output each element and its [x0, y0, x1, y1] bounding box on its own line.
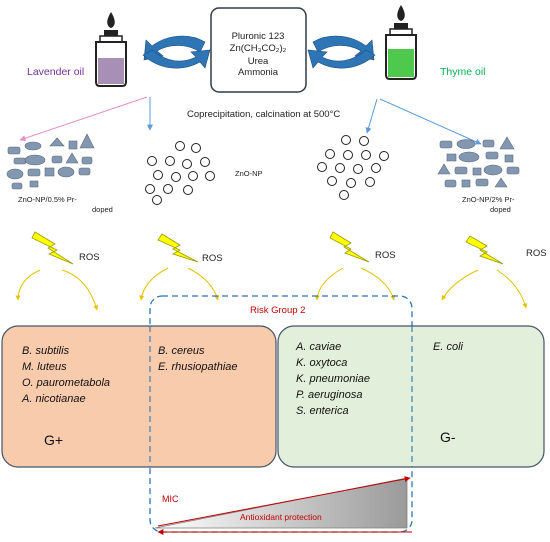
ros-label: ROS — [375, 250, 396, 261]
lightning-bolt-icon — [31, 231, 74, 265]
lightning-bolt-icon — [329, 231, 370, 263]
ros-label: ROS — [526, 248, 547, 259]
right-doped-label-2: doped — [490, 205, 511, 214]
yellow-arrows — [15, 267, 528, 311]
right-doped-particles — [437, 136, 520, 188]
reagent-urea: Urea — [248, 56, 269, 67]
curved-arrows — [142, 35, 376, 69]
lightning-bolt-icon — [157, 233, 199, 263]
risk-group-label: Risk Group 2 — [250, 305, 305, 316]
lavender-oil-label: Lavender oil — [27, 66, 84, 78]
bacteria-item: S. enterica — [296, 405, 349, 417]
thyme-oil-bottle — [385, 5, 417, 80]
bacteria-item: M. luteus — [22, 361, 67, 373]
bacteria-item: K. pneumoniae — [296, 373, 370, 385]
bacteria-item: P. aeruginosa — [296, 389, 362, 401]
lightning-bolts — [31, 231, 504, 265]
curved-arrow-icon — [307, 49, 376, 69]
gram-negative-box — [277, 325, 545, 468]
thyme-oil-label: Thyme oil — [440, 66, 486, 78]
ros-label: ROS — [79, 252, 100, 263]
gram-negative-label: G- — [440, 429, 456, 445]
reagent-ammonia: Ammonia — [238, 67, 279, 78]
right-doped-label-1: ZnO-NP/2% Pr- — [462, 195, 515, 204]
mic-arrow — [157, 476, 411, 527]
reagent-zinc-acetate: Zn(CH₃CO₂)₂ — [230, 43, 287, 54]
left-doped-label-2: doped — [92, 205, 113, 214]
curved-arrow-icon — [142, 49, 211, 69]
bacteria-item: O. paurometabola — [22, 377, 110, 389]
gram-positive-label: G+ — [44, 432, 63, 448]
bacteria-item: A. caviae — [295, 341, 341, 353]
left-doped-particles — [6, 133, 95, 190]
process-label: Coprecipitation, calcination at 500°C — [187, 109, 340, 120]
zno-np-label: ZnO-NP — [235, 169, 263, 178]
bacteria-item: K. oxytoca — [296, 357, 347, 369]
left-doped-label-1: ZnO-NP/0.5% Pr- — [18, 195, 77, 204]
gram-positive-box — [1, 325, 277, 468]
reagents-box — [210, 7, 307, 93]
process-arrows — [19, 96, 482, 145]
zno-np-circles-right — [317, 135, 389, 200]
bacteria-item: E. coli — [433, 341, 464, 353]
zno-np-circles-left — [145, 141, 215, 205]
bacteria-item: E. rhusiopathiae — [158, 361, 238, 373]
lightning-bolt-icon — [465, 235, 504, 265]
mic-label: MIC — [162, 494, 179, 504]
ros-label: ROS — [202, 253, 223, 264]
reagent-pluronic: Pluronic 123 — [232, 31, 285, 42]
bacteria-item: A. nicotianae — [21, 393, 86, 405]
bacteria-item: B. cereus — [158, 345, 205, 357]
lavender-oil-bottle — [95, 12, 127, 87]
bacteria-item: B. subtilis — [22, 345, 70, 357]
antioxidant-label: Antioxidant protection — [240, 512, 322, 522]
